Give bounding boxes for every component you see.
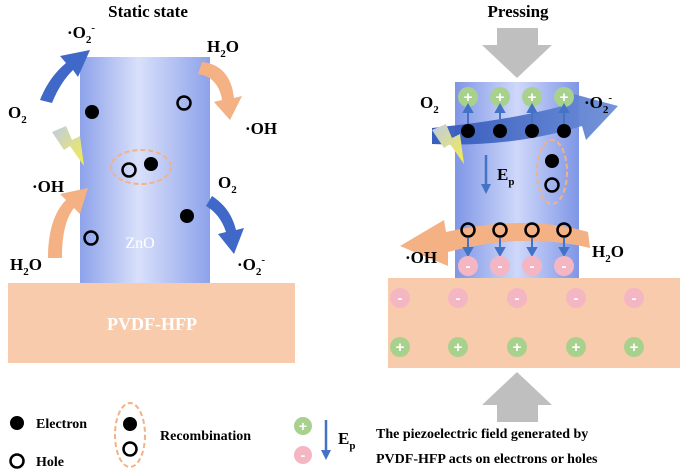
- field-arrows-down: [462, 238, 570, 258]
- electron: [85, 105, 99, 119]
- hole: [524, 222, 540, 238]
- minus-charge: [490, 256, 510, 276]
- plus-charge: [458, 87, 478, 107]
- plus-sign: +: [572, 339, 581, 356]
- orange-arrow-left-bottom: [48, 188, 88, 258]
- legend-recombination-label: Recombination: [160, 429, 251, 444]
- hole: [83, 230, 99, 246]
- minus-charge: [522, 256, 542, 276]
- plus-charge-row-top: [458, 87, 574, 107]
- electron: [180, 209, 194, 223]
- legend-minus-sign: -: [301, 447, 306, 463]
- orange-arrow-right-bottom: [400, 220, 590, 266]
- legend-recombination-electron: [123, 417, 137, 431]
- minus-sign: -: [530, 258, 535, 275]
- left-panel-title: Static state: [108, 2, 188, 21]
- hole: [460, 222, 476, 238]
- hole: [121, 162, 137, 178]
- recombination-ring: [536, 139, 568, 205]
- electron: [461, 124, 475, 138]
- legend-plus-sign: +: [299, 418, 307, 434]
- legend-hole-label: Hole: [36, 455, 64, 470]
- ep-arrowhead: [481, 184, 491, 194]
- hole: [544, 177, 560, 193]
- legend-description-line1: The piezoelectric field generated by: [376, 427, 588, 442]
- minus-sign: -: [574, 290, 579, 307]
- h2o-label-pressing: H2O: [592, 242, 624, 265]
- field-arrows-up: [462, 102, 570, 124]
- legend-minus-icon: [294, 446, 312, 464]
- oh-label-left: ·OH: [32, 177, 64, 196]
- plus-charge: [490, 87, 510, 107]
- orange-arrow-left-top: [198, 62, 242, 120]
- ep-label: Ep: [497, 165, 514, 188]
- legend-hole-icon: [9, 453, 25, 469]
- legend-description-line2: PVDF-HFP acts on electrons or holes: [376, 452, 598, 467]
- press-arrow-up: [482, 372, 552, 422]
- legend-electron-label: Electron: [36, 417, 87, 432]
- minus-sign: -: [515, 290, 520, 307]
- pvdf-plus-row: [390, 337, 644, 357]
- plus-sign: +: [496, 89, 505, 106]
- light-bolt-icon-left: [52, 126, 84, 166]
- plus-sign: +: [396, 339, 405, 356]
- plus-sign: +: [454, 339, 463, 356]
- legend-ep-arrowhead: [321, 450, 331, 460]
- blue-arrow-left-top: [40, 50, 90, 103]
- pvdf-minus-row: [390, 288, 644, 308]
- plus-sign: +: [560, 89, 569, 106]
- superoxide-label-right: ·O2-: [237, 254, 265, 278]
- zno-label: ZnO: [125, 235, 154, 252]
- legend-plus-icon: [294, 417, 312, 435]
- electron: [525, 124, 539, 138]
- legend-electron-icon: [10, 416, 24, 430]
- electron: [545, 154, 559, 168]
- oh-label-top: ·OH: [245, 119, 277, 138]
- o2-label-pressing: O2: [420, 93, 439, 116]
- superoxide-label-pressing: ·O2-: [584, 92, 612, 116]
- zno-crystal-left: [80, 57, 210, 283]
- legend-ep-label: Ep: [338, 429, 355, 452]
- minus-sign: -: [498, 258, 503, 275]
- hole: [492, 222, 508, 238]
- minus-sign: -: [466, 258, 471, 275]
- minus-sign: -: [562, 258, 567, 275]
- minus-charge: [554, 256, 574, 276]
- plus-charge: [522, 87, 542, 107]
- blue-arrow-right-top: [432, 92, 618, 145]
- superoxide-label-top: ·O2-: [67, 22, 95, 46]
- light-bolt-icon-right: [432, 124, 464, 164]
- plus-sign: +: [630, 339, 639, 356]
- h2o-label-top: H2O: [207, 37, 239, 60]
- recombination-ring: [110, 149, 172, 185]
- hole: [556, 222, 572, 238]
- h2o-label-left: H2O: [10, 255, 42, 278]
- o2-label-left: O2: [8, 103, 27, 126]
- plus-charge: [554, 87, 574, 107]
- minus-sign: -: [632, 290, 637, 307]
- electron: [493, 124, 507, 138]
- pvdf-layer-left: [8, 283, 295, 363]
- plus-sign: +: [513, 339, 522, 356]
- plus-sign: +: [528, 89, 537, 106]
- press-arrow-down: [482, 28, 552, 78]
- minus-sign: -: [398, 290, 403, 307]
- plus-sign: +: [464, 89, 473, 106]
- electron: [557, 124, 571, 138]
- electron: [144, 157, 158, 171]
- legend-recombination-ring: [114, 402, 146, 468]
- pvdf-label: PVDF-HFP: [107, 314, 197, 334]
- blue-arrow-left-right: [206, 196, 244, 254]
- oh-label-pressing: ·OH: [405, 248, 437, 267]
- hole: [176, 95, 192, 111]
- legend-recombination-hole: [122, 441, 138, 457]
- minus-sign: -: [456, 290, 461, 307]
- minus-charge: [458, 256, 478, 276]
- o2-label-right: O2: [218, 173, 237, 196]
- right-panel-title: Pressing: [487, 2, 549, 21]
